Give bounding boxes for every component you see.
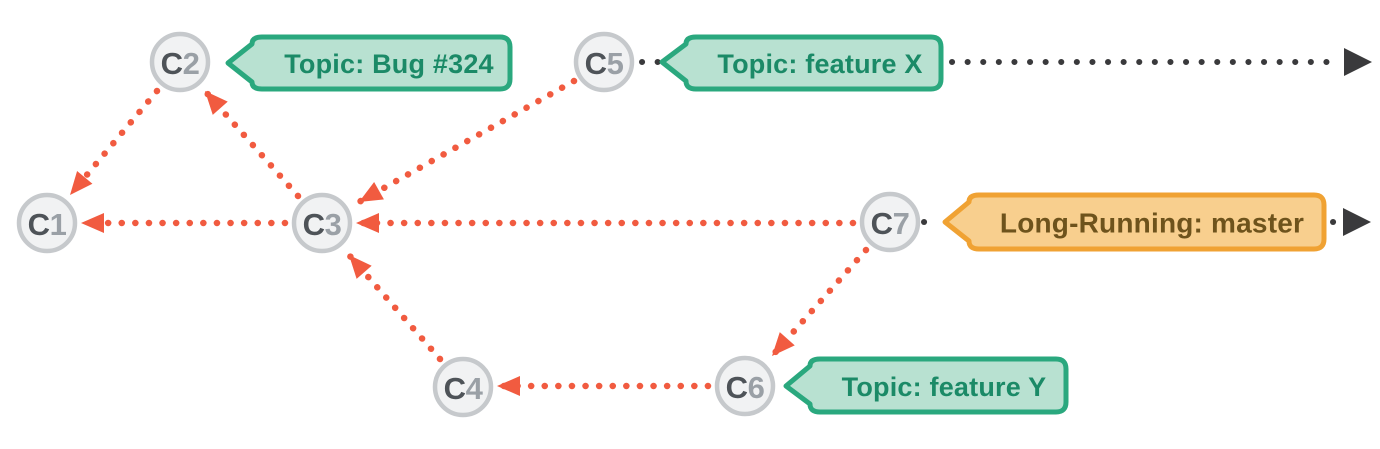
edge-c7-c6 [768,246,870,360]
commit-node-c5: C5 [573,31,635,93]
commit-node-c4-prefix: C [444,371,466,406]
commit-node-c1: C1 [16,192,78,254]
edge-c4-c3 [345,251,444,363]
branch-label-feature-y-text: Topic: feature Y [842,372,1047,402]
timeline-master-arrowhead-icon [1343,208,1371,236]
branch-label-feature-y: Topic: feature Y [783,356,1069,415]
commit-node-c4-circle [432,356,494,418]
branch-label-feature-x-text: Topic: feature X [717,49,922,79]
branch-label-feature-x: Topic: feature X [659,34,944,92]
commit-node-c2-prefix: C [161,46,183,81]
commit-node-c3-num: 3 [325,207,342,242]
commit-node-c2-circle [149,31,211,93]
branch-label-bug-324-text: Topic: Bug #324 [284,49,494,79]
commit-node-c7-prefix: C [871,206,893,241]
commit-node-c4-num: 4 [466,371,484,406]
commit-node-c5-prefix: C [585,46,607,81]
branch-label-master-text: Long-Running: master [1000,208,1304,239]
commit-node-c1-num: 1 [50,207,67,242]
timeline-master [921,208,1371,236]
commit-node-c7-num: 7 [893,206,910,241]
commit-node-c5-circle [573,31,635,93]
commit-node-c7: C7 [859,191,921,253]
commit-node-c3-label: C3 [303,207,342,242]
commit-node-c2-num: 2 [183,46,200,81]
commit-node-c3-circle [291,192,353,254]
branch-label-feature-x-bubble [659,34,944,92]
commit-node-c1-label: C1 [28,207,67,242]
branch-label-master: Long-Running: master [942,192,1327,252]
commit-node-c4-label: C4 [444,371,484,406]
branch-label-master-bubble [942,192,1327,252]
commit-edges [66,77,870,396]
branch-label-bug-324: Topic: Bug #324 [225,34,513,92]
commit-node-c6-label: C6 [726,370,765,405]
branch-label-feature-y-bubble [783,356,1069,415]
commit-node-c7-label: C7 [871,206,910,241]
commit-node-c1-circle [16,192,78,254]
commit-node-c2-label: C2 [161,46,200,81]
edge-c5-c3 [355,77,578,206]
commit-node-c6-circle [714,355,776,417]
edge-c2-c1 [66,87,161,199]
commit-node-c3: C3 [291,192,353,254]
commit-node-c3-prefix: C [303,207,325,242]
timeline-feature-x-arrowhead-icon [1344,48,1372,76]
commit-node-c6-prefix: C [726,370,748,405]
commit-node-c5-num: 5 [607,46,624,81]
commit-node-c1-prefix: C [28,207,50,242]
commit-node-c6-num: 6 [748,370,765,405]
branch-label-bug-324-bubble [225,34,513,92]
commit-node-c2: C2 [149,31,211,93]
commit-node-c4: C4 [432,356,494,418]
commit-node-c5-label: C5 [585,46,624,81]
edge-c3-c2 [201,87,302,200]
timeline-feature-x [639,48,1372,76]
commit-node-c6: C6 [714,355,776,417]
commit-node-c7-circle [859,191,921,253]
